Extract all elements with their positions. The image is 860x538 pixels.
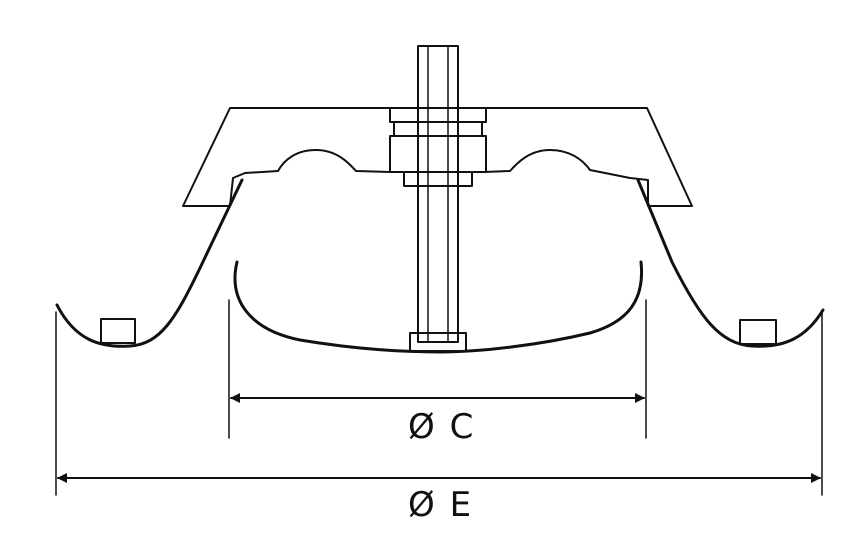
- bolt-head: [409, 332, 467, 352]
- nut-upper: [389, 107, 487, 123]
- right-tab: [739, 319, 777, 345]
- dimension-label-e: Ø E: [408, 485, 474, 525]
- outer-cone-right: [636, 178, 825, 348]
- left-tab: [100, 318, 136, 344]
- top-cap-plate: [182, 107, 693, 207]
- nut-lower: [389, 135, 487, 173]
- washer: [403, 171, 473, 187]
- inner-deflector-plate: [233, 260, 644, 354]
- outer-cone-left: [55, 178, 244, 348]
- center-bolt: [417, 45, 459, 343]
- nut-middle: [393, 121, 483, 137]
- dimension-label-c: Ø C: [408, 407, 476, 447]
